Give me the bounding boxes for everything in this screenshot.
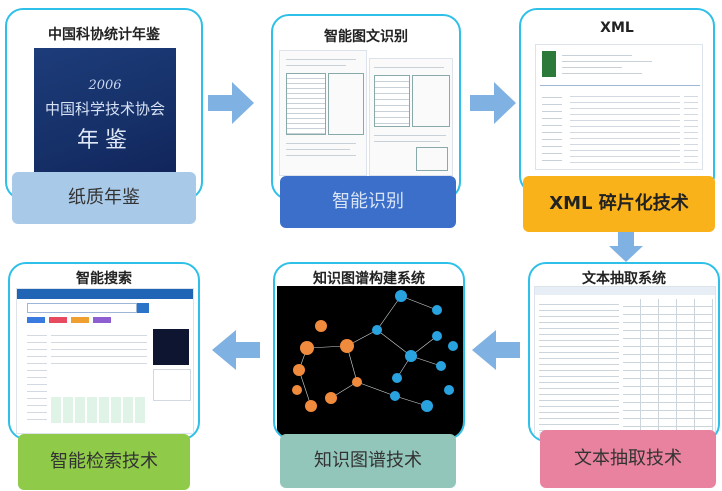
scan-page-left (279, 50, 367, 176)
xml-screenshot (535, 44, 703, 170)
book-title: 中国科学技术协会 (44, 100, 165, 118)
book-title-2: 年鉴 (76, 128, 133, 153)
step-title: XML (600, 20, 634, 36)
extraction-screenshot (534, 286, 716, 438)
knowledge-graph-image (277, 286, 463, 438)
step-label-xml: XML 碎片化技术 (523, 176, 715, 232)
arrow-left-icon (212, 330, 260, 370)
book-year: 2006 (88, 78, 122, 93)
step-title: 知识图谱构建系统 (313, 271, 425, 287)
step-card-text-extraction: 文本抽取系统 (528, 262, 720, 442)
step-card-xml: XML (519, 8, 715, 194)
step-card-knowledge-graph: 知识图谱构建系统 (273, 262, 465, 440)
step-card-paper-yearbook: 中国科协统计年鉴 2006 中国科学技术协会 年鉴 (5, 8, 203, 200)
step-label-recognition: 智能识别 (280, 176, 456, 228)
step-title: 智能图文识别 (324, 29, 408, 45)
arrow-right-icon (208, 82, 254, 124)
search-screenshot (16, 288, 194, 434)
step-card-smart-search: 智能搜索 (8, 262, 200, 440)
step-label-kg: 知识图谱技术 (280, 434, 456, 488)
step-card-recognition: 智能图文识别 (271, 14, 461, 200)
step-title: 智能搜索 (76, 271, 132, 287)
step-label-paper: 纸质年鉴 (12, 172, 196, 224)
step-label-extract: 文本抽取技术 (540, 430, 716, 488)
step-title: 文本抽取系统 (582, 271, 666, 287)
arrow-right-icon (470, 82, 516, 124)
yearbook-cover-image: 2006 中国科学技术协会 年鉴 (34, 48, 176, 178)
arrow-down-icon (609, 232, 643, 262)
scan-page-right (369, 58, 453, 176)
step-title: 中国科协统计年鉴 (48, 27, 160, 43)
arrow-left-icon (472, 330, 520, 370)
step-label-search: 智能检索技术 (18, 434, 190, 490)
